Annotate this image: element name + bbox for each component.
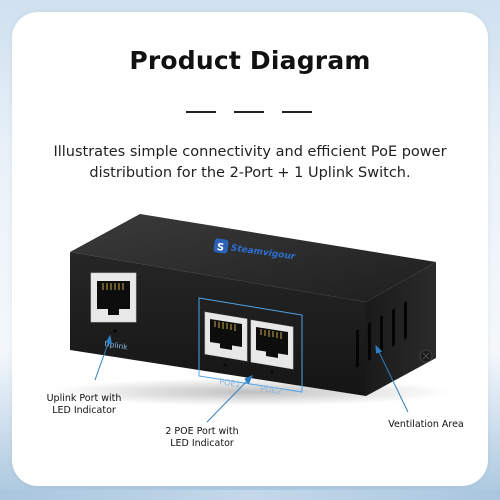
page-title: Product Diagram: [129, 46, 371, 75]
uplink-led-indicator: [113, 329, 117, 333]
poe2-led-indicator: [270, 370, 274, 374]
uplink-callout-arrowhead: [105, 334, 113, 345]
bottom-band: [0, 490, 500, 500]
uplink-port: [90, 272, 137, 323]
subtitle-line-2: distribution for the 2-Port + 1 Uplink S…: [89, 165, 411, 181]
poe1-led-indicator: [223, 363, 227, 367]
subtitle-line-1: Illustrates simple connectivity and effi…: [53, 144, 447, 160]
poe2-port: [250, 319, 294, 370]
logo-mark: [213, 238, 229, 254]
poe-callout-arrowhead: [244, 375, 254, 385]
uplink-callout-line-1: Uplink Port with: [46, 393, 122, 404]
title-divider: [186, 111, 314, 113]
vent-callout-line: [376, 347, 409, 413]
poe1-port-label: POE1: [219, 377, 241, 389]
poe2-port-label: POE2: [260, 384, 282, 396]
ventilation-slots: [356, 301, 407, 368]
uplink-callout-line-2: LED Indicator: [52, 405, 116, 416]
uplink-callout-line: [94, 337, 111, 381]
uplink-port-callout-label: Uplink Port with LED Indicator: [30, 393, 138, 417]
divider-dash: [186, 111, 216, 113]
divider-dash: [234, 111, 264, 113]
poe-callout-line: [206, 377, 251, 423]
vent-callout-arrowhead: [375, 344, 383, 354]
svg-text:S: S: [216, 242, 225, 254]
poe-callout-line-1: 2 POE Port with: [165, 426, 239, 437]
poe-ports-highlight-box: [198, 297, 303, 393]
poe1-port: [204, 311, 248, 362]
poe-port-callout-label: 2 POE Port with LED Indicator: [152, 426, 252, 450]
poe-callout-line-2: LED Indicator: [170, 438, 234, 449]
side-screw-icon: [419, 349, 433, 363]
page-subtitle: Illustrates simple connectivity and effi…: [30, 142, 470, 184]
ventilation-callout-label: Ventilation Area: [388, 419, 464, 430]
divider-dash: [282, 111, 312, 113]
device-top-face: [70, 214, 436, 302]
